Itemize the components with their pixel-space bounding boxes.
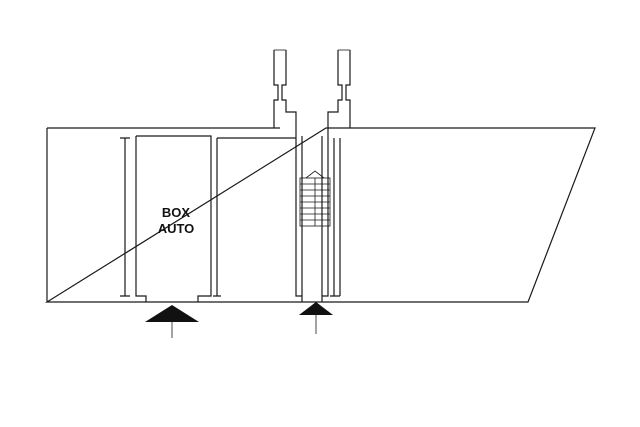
upper-shaft-left (273, 49, 297, 130)
garage-box-auto (135, 135, 212, 302)
room-label-box: BOX (162, 205, 191, 220)
entrance-arrow-stair (299, 302, 333, 334)
stair-core (295, 130, 341, 302)
outer-perimeter (44, 127, 596, 303)
entrance-arrow-garage (145, 305, 199, 338)
middle-room (213, 137, 296, 297)
left-room (120, 137, 130, 297)
upper-shaft-right (327, 49, 351, 130)
room-label-auto: AUTO (158, 221, 195, 236)
stair-treads (299, 170, 331, 227)
